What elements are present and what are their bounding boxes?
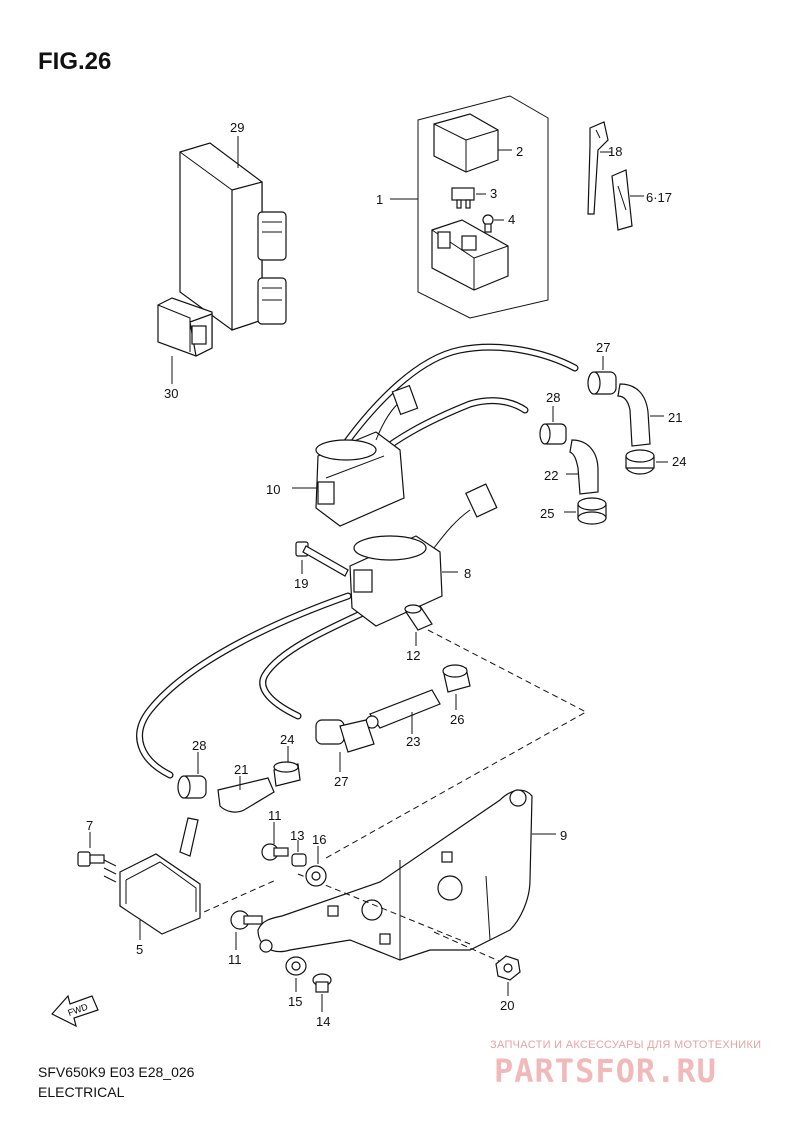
coil-10-connector[interactable] <box>391 384 419 416</box>
nut-part-20[interactable] <box>495 955 521 981</box>
grommet-part-15[interactable] <box>285 956 307 976</box>
cap-part-28-lower[interactable] <box>177 775 207 799</box>
callout-label: 20 <box>500 998 514 1013</box>
callout-label: 7 <box>86 818 93 833</box>
screw-part-4[interactable] <box>482 214 494 233</box>
callout-label: 8 <box>464 566 471 581</box>
callout-label: 1 <box>376 192 383 207</box>
callout-label: 23 <box>406 734 420 749</box>
callout-label: 18 <box>608 144 622 159</box>
collar-part-14[interactable] <box>312 973 332 993</box>
callout-label: 10 <box>266 482 280 497</box>
ignition-coil-part-10[interactable] <box>315 431 405 527</box>
clamp-part-6-17[interactable] <box>611 169 633 231</box>
plug-cap-part-23[interactable] <box>365 689 441 729</box>
callout-labels: 123456·177891011111213141516181920212122… <box>86 120 686 1029</box>
cable-tie-part-18[interactable] <box>587 121 609 215</box>
callout-label: 11 <box>268 808 282 823</box>
callout-label: 27 <box>334 774 348 789</box>
bolt-part-11-upper[interactable] <box>261 843 289 861</box>
ecu-part-29[interactable] <box>179 142 287 331</box>
callout-label: 29 <box>230 120 244 135</box>
diagram-code: SFV650K9 E03 E28_026 <box>38 1064 195 1080</box>
bolt-part-7[interactable] <box>77 851 105 867</box>
callout-label: 15 <box>288 994 302 1009</box>
seal-part-25[interactable] <box>577 497 607 525</box>
callout-label: 16 <box>312 832 326 847</box>
callout-label: 22 <box>544 468 558 483</box>
diagram-section: ELECTRICAL <box>38 1084 125 1100</box>
seal-part-24-lower[interactable] <box>273 761 301 787</box>
regulator-part-5[interactable] <box>103 817 201 935</box>
starter-relay-base[interactable] <box>431 219 509 291</box>
callout-label: 25 <box>540 506 554 521</box>
relay-part-30[interactable] <box>157 297 213 357</box>
callout-label: 27 <box>596 340 610 355</box>
watermark-brand: PARTSFOR.RU <box>494 1052 717 1090</box>
callout-label: 5 <box>136 942 143 957</box>
watermark-tagline: ЗАПЧАСТИ И АКСЕССУАРЫ ДЛЯ МОТОТЕХНИКИ <box>490 1039 762 1051</box>
bracket-part-9[interactable] <box>257 789 533 961</box>
relay-cover-part-2[interactable] <box>433 113 499 173</box>
callout-label: 19 <box>294 576 308 591</box>
coil-8-connector[interactable] <box>465 483 498 518</box>
part-1-group-outline <box>417 95 549 319</box>
plug-cap-part-27-middle[interactable] <box>315 719 375 753</box>
fuse-part-3[interactable] <box>451 187 475 209</box>
callout-label: 14 <box>316 1014 330 1029</box>
plug-cap-part-21-lower[interactable] <box>217 777 275 813</box>
collar-part-13[interactable] <box>291 853 307 867</box>
grommet-part-16[interactable] <box>305 865 327 887</box>
callout-label: 26 <box>450 712 464 727</box>
callout-label: 9 <box>560 828 567 843</box>
plug-cap-part-27-upper[interactable] <box>587 371 617 395</box>
cap-part-28-upper[interactable] <box>539 423 567 445</box>
plug-cap-part-21-upper[interactable] <box>617 383 651 447</box>
callout-label: 6·17 <box>646 190 672 205</box>
callout-label: 28 <box>546 390 560 405</box>
callout-label: 12 <box>406 648 420 663</box>
callout-label: 4 <box>508 212 515 227</box>
callout-label: 21 <box>668 410 682 425</box>
bolt-part-11-lower[interactable] <box>230 910 263 930</box>
seal-part-24-upper[interactable] <box>625 449 655 475</box>
ignition-coil-part-8[interactable] <box>349 535 443 627</box>
callout-label: 24 <box>672 454 686 469</box>
callout-label: 21 <box>234 762 248 777</box>
bolt-part-19[interactable] <box>295 541 349 577</box>
figure-title: FIG.26 <box>38 48 112 75</box>
plug-cap-part-22[interactable] <box>569 439 599 495</box>
forward-arrow-icon: FWD <box>51 994 99 1028</box>
callout-label: 3 <box>490 186 497 201</box>
callout-label: 24 <box>280 732 294 747</box>
sleeve-part-12[interactable] <box>404 604 433 631</box>
callout-label: 11 <box>228 952 242 967</box>
callout-label: 28 <box>192 738 206 753</box>
callout-label: 2 <box>516 144 523 159</box>
callout-label: 30 <box>164 386 178 401</box>
seal-part-26[interactable] <box>442 664 471 693</box>
callout-label: 13 <box>290 828 304 843</box>
